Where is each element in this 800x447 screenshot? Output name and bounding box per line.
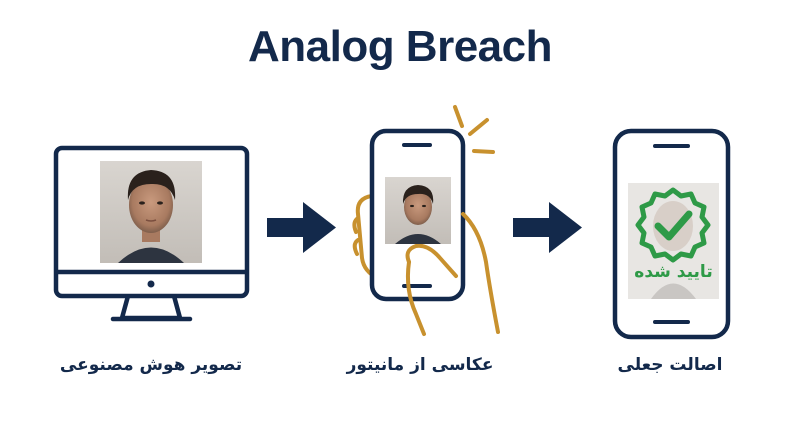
- ai-portrait-photo: [100, 161, 202, 263]
- desktop-monitor-icon: [53, 145, 250, 322]
- diagram-title: Analog Breach: [247, 22, 553, 71]
- step-1-caption: تصویر هوش مصنوعی: [59, 355, 243, 375]
- step-3-caption: اصالت جعلی: [617, 355, 723, 375]
- arrow-right-icon: [513, 202, 582, 253]
- verified-stamp-text: تایید شده: [634, 262, 713, 282]
- phone-verified-icon: [612, 128, 731, 340]
- verified-badge-icon: [635, 187, 711, 263]
- step-2-caption: عکاسی از مانیتور: [346, 355, 494, 375]
- arrow-right-icon: [267, 202, 336, 253]
- phone-captured-portrait: [385, 177, 451, 244]
